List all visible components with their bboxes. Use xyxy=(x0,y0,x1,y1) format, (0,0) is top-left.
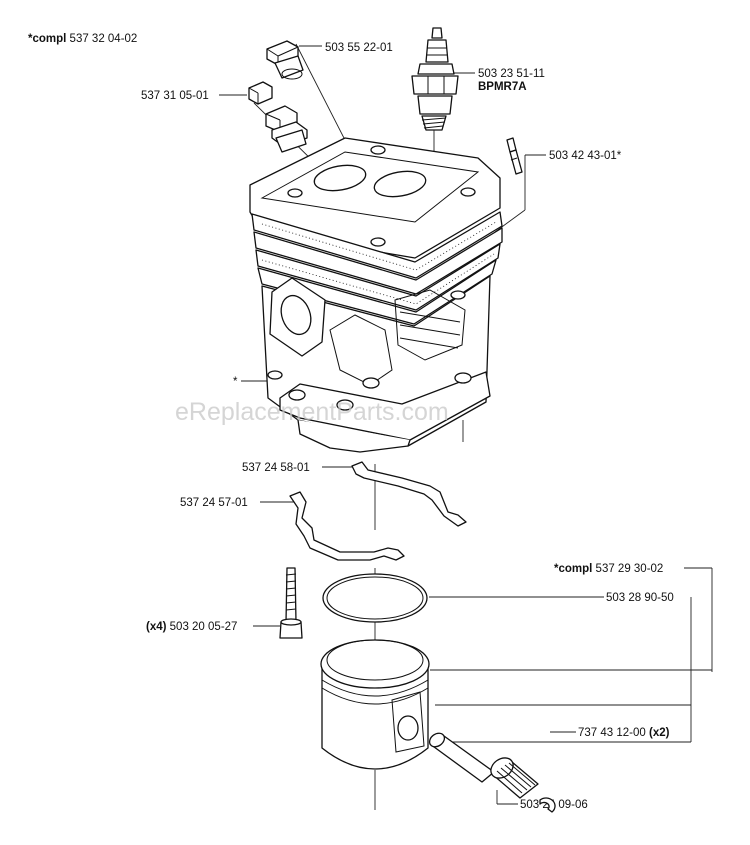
label-piston-ring: 503 28 90-50 xyxy=(606,592,674,604)
spark-plug-part xyxy=(411,27,459,158)
label-gasket-lower: 537 24 57-01 xyxy=(180,497,248,509)
label-plug: 503 55 22-01 xyxy=(325,42,393,54)
connector-part xyxy=(506,137,523,175)
label-assembly-top: *compl 537 32 04-02 xyxy=(28,33,137,45)
label-cylinder-star: * xyxy=(233,376,238,388)
label-spark-plug-type: BPMR7A xyxy=(478,81,527,93)
wrist-pin-part xyxy=(428,732,495,783)
screw-part xyxy=(279,567,303,639)
label-decomp-valve: 537 31 05-01 xyxy=(141,90,209,102)
label-gasket-upper: 537 24 58-01 xyxy=(242,462,310,474)
piston-part xyxy=(320,639,430,770)
label-spark-plug: 503 23 51-11 xyxy=(478,68,545,80)
circlip-part xyxy=(539,797,556,813)
gasket-lower-part xyxy=(289,491,405,561)
cylinder-part xyxy=(249,137,503,453)
label-circlip: 737 43 12-00 (x2) xyxy=(578,727,670,739)
watermark: eReplacementParts.com xyxy=(175,398,449,426)
label-screw: (x4) 503 20 05-27 xyxy=(146,621,237,633)
gasket-upper-part xyxy=(351,461,467,527)
piston-ring-part xyxy=(322,573,428,623)
decomp-valve-part xyxy=(248,81,308,153)
plug-part xyxy=(266,40,304,80)
needle-bearing-part xyxy=(490,757,539,799)
label-assembly-piston: *compl 537 29 30-02 xyxy=(554,563,663,575)
label-connector: 503 42 43-01* xyxy=(549,150,622,162)
